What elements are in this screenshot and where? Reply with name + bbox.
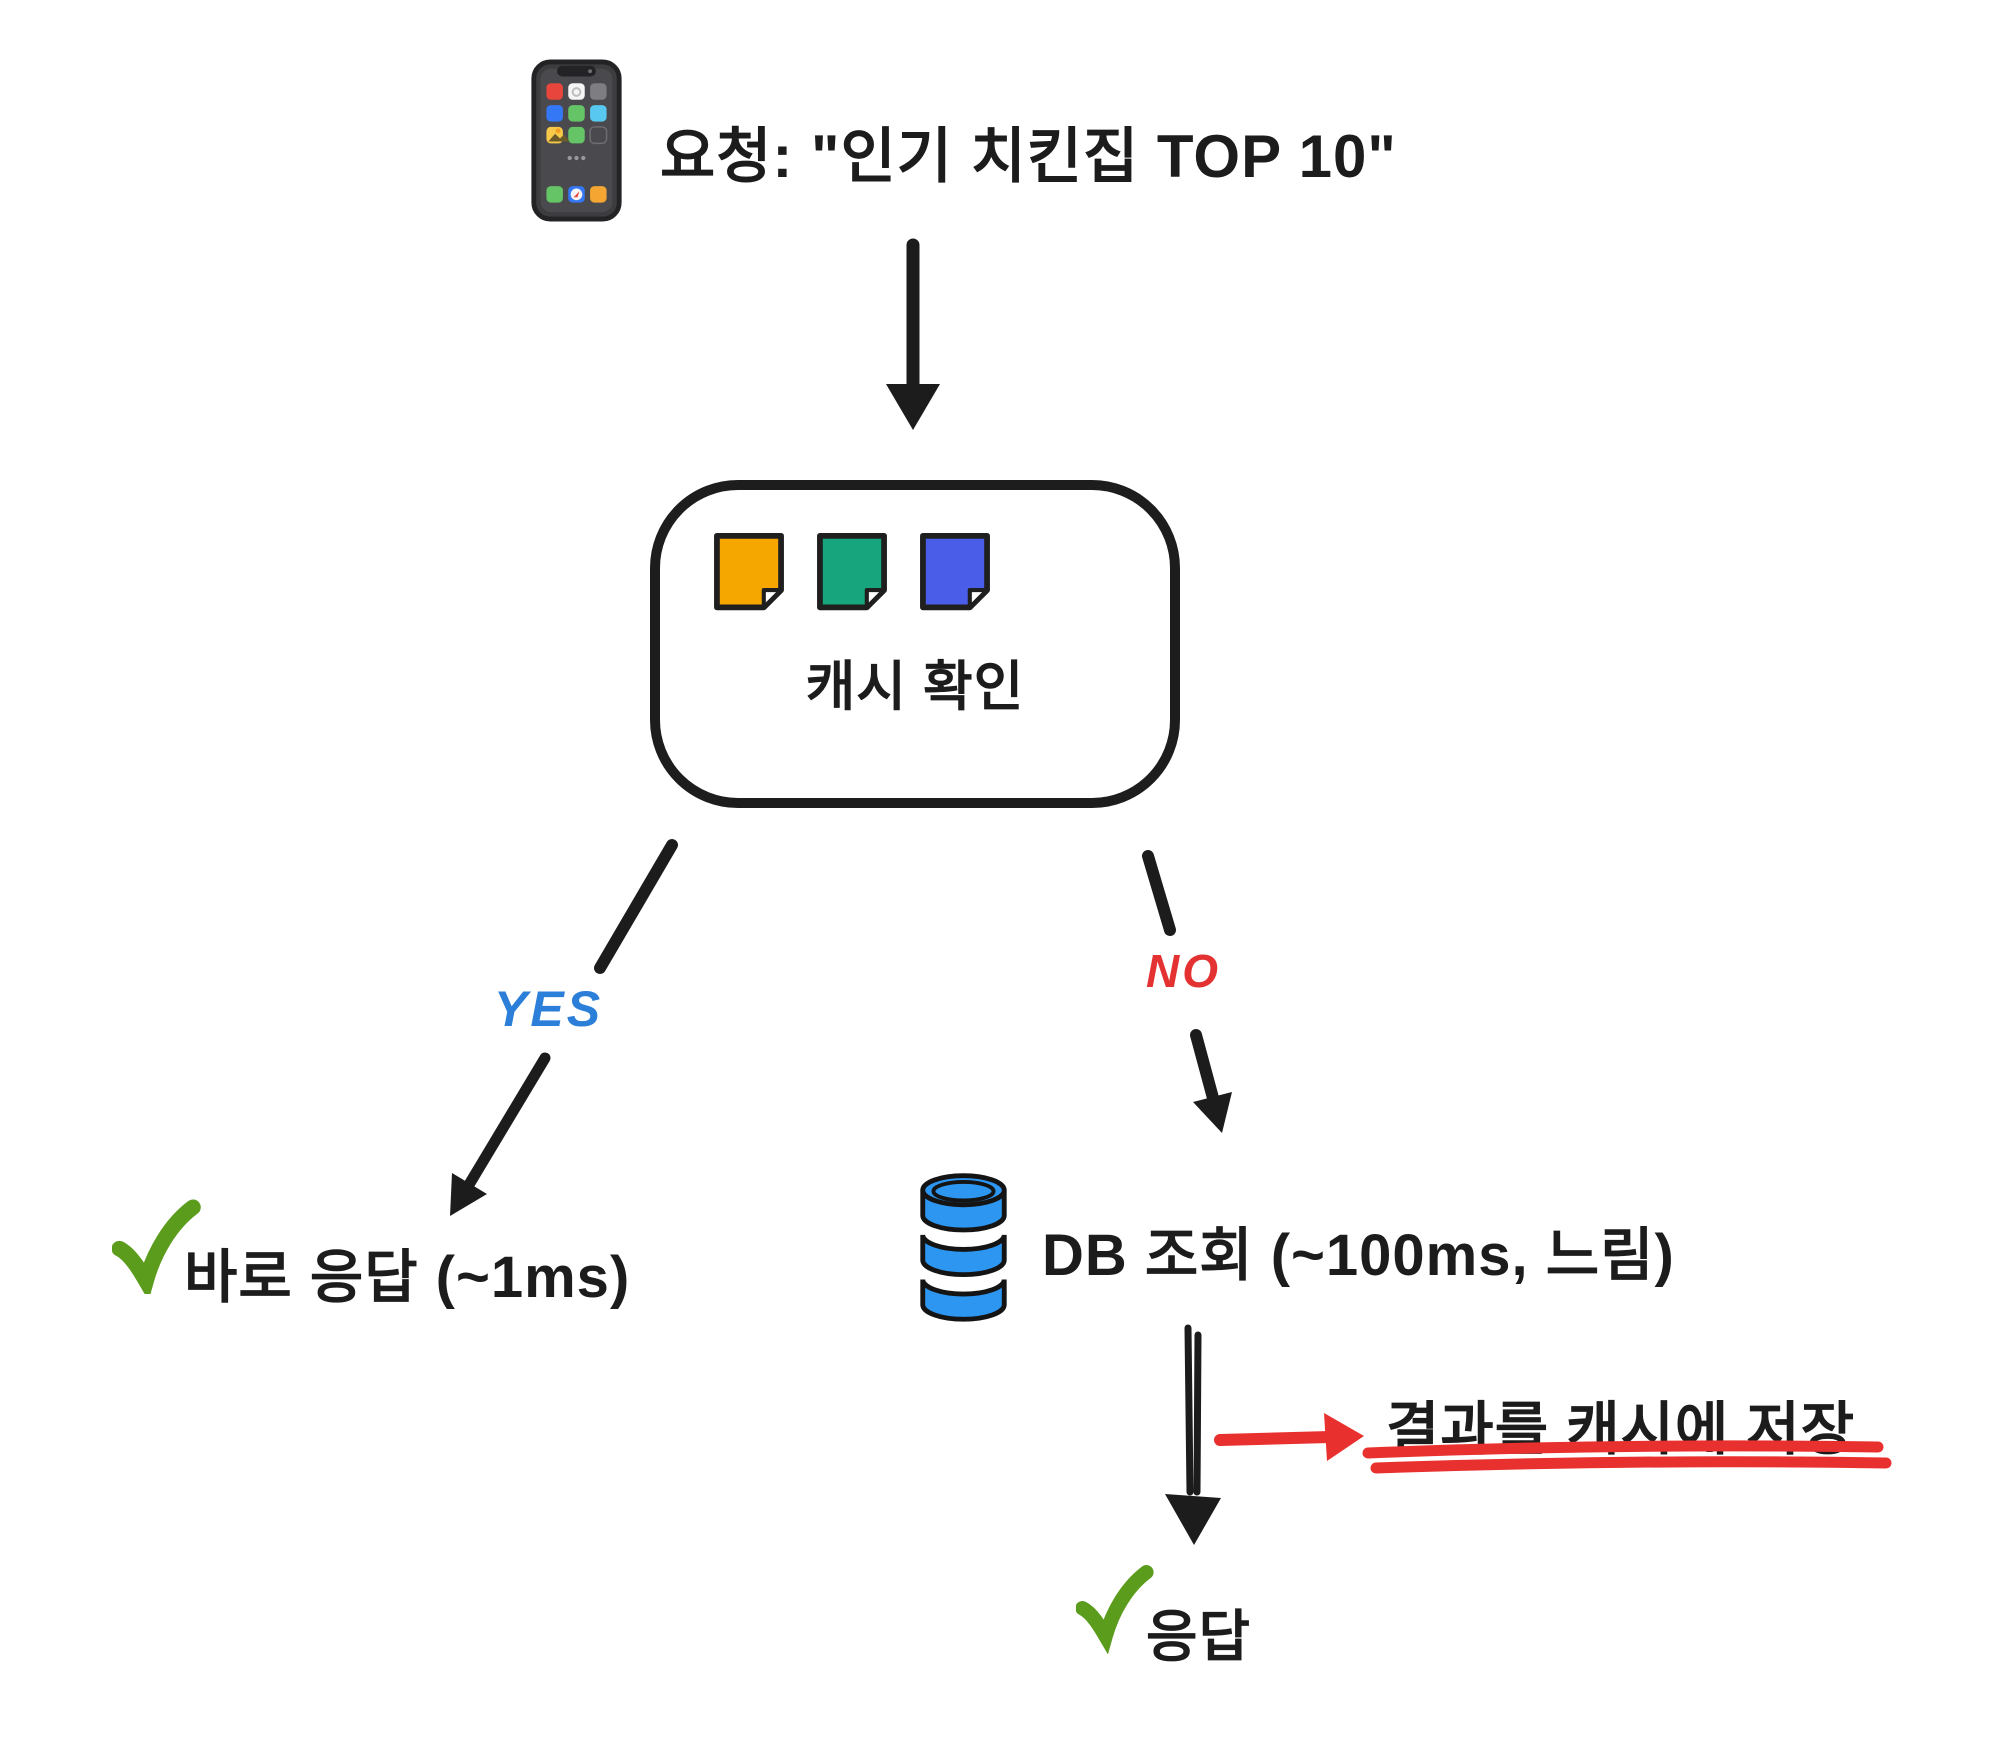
cache-check-label: 캐시 확인 bbox=[805, 657, 1025, 717]
checkmark-icon bbox=[112, 1196, 204, 1294]
no-branch-line bbox=[1142, 850, 1176, 936]
smartphone-icon bbox=[528, 58, 625, 223]
sticky-note-blue-icon bbox=[918, 527, 992, 617]
database-icon bbox=[915, 1168, 1012, 1325]
save-to-cache-label: 결과를 캐시에 저장 bbox=[1386, 1397, 1856, 1462]
branch-yes-label: YES bbox=[494, 981, 604, 1037]
yes-branch-line bbox=[594, 839, 678, 974]
db-query-label: DB 조회 (~100ms, 느림) bbox=[1042, 1223, 1675, 1288]
arrow-request-to-cache bbox=[886, 238, 940, 430]
branch-no-label: NO bbox=[1146, 945, 1221, 997]
response-label: 응답 bbox=[1146, 1605, 1252, 1668]
sticky-note-orange-icon bbox=[712, 527, 786, 617]
arrow-save-to-cache bbox=[1214, 1413, 1364, 1461]
cache-check-box: 캐시 확인 bbox=[650, 480, 1180, 808]
arrow-yes-to-result bbox=[450, 1052, 551, 1216]
arrow-db-to-response bbox=[1165, 1324, 1221, 1545]
arrow-no-to-db bbox=[1190, 1029, 1232, 1133]
sticky-note-green-icon bbox=[815, 527, 889, 617]
checkmark-icon bbox=[1076, 1556, 1156, 1654]
request-title: 요청: "인기 치킨집 TOP 10" bbox=[660, 123, 1397, 190]
cache-hit-result-label: 바로 응답 (~1ms) bbox=[184, 1245, 631, 1310]
